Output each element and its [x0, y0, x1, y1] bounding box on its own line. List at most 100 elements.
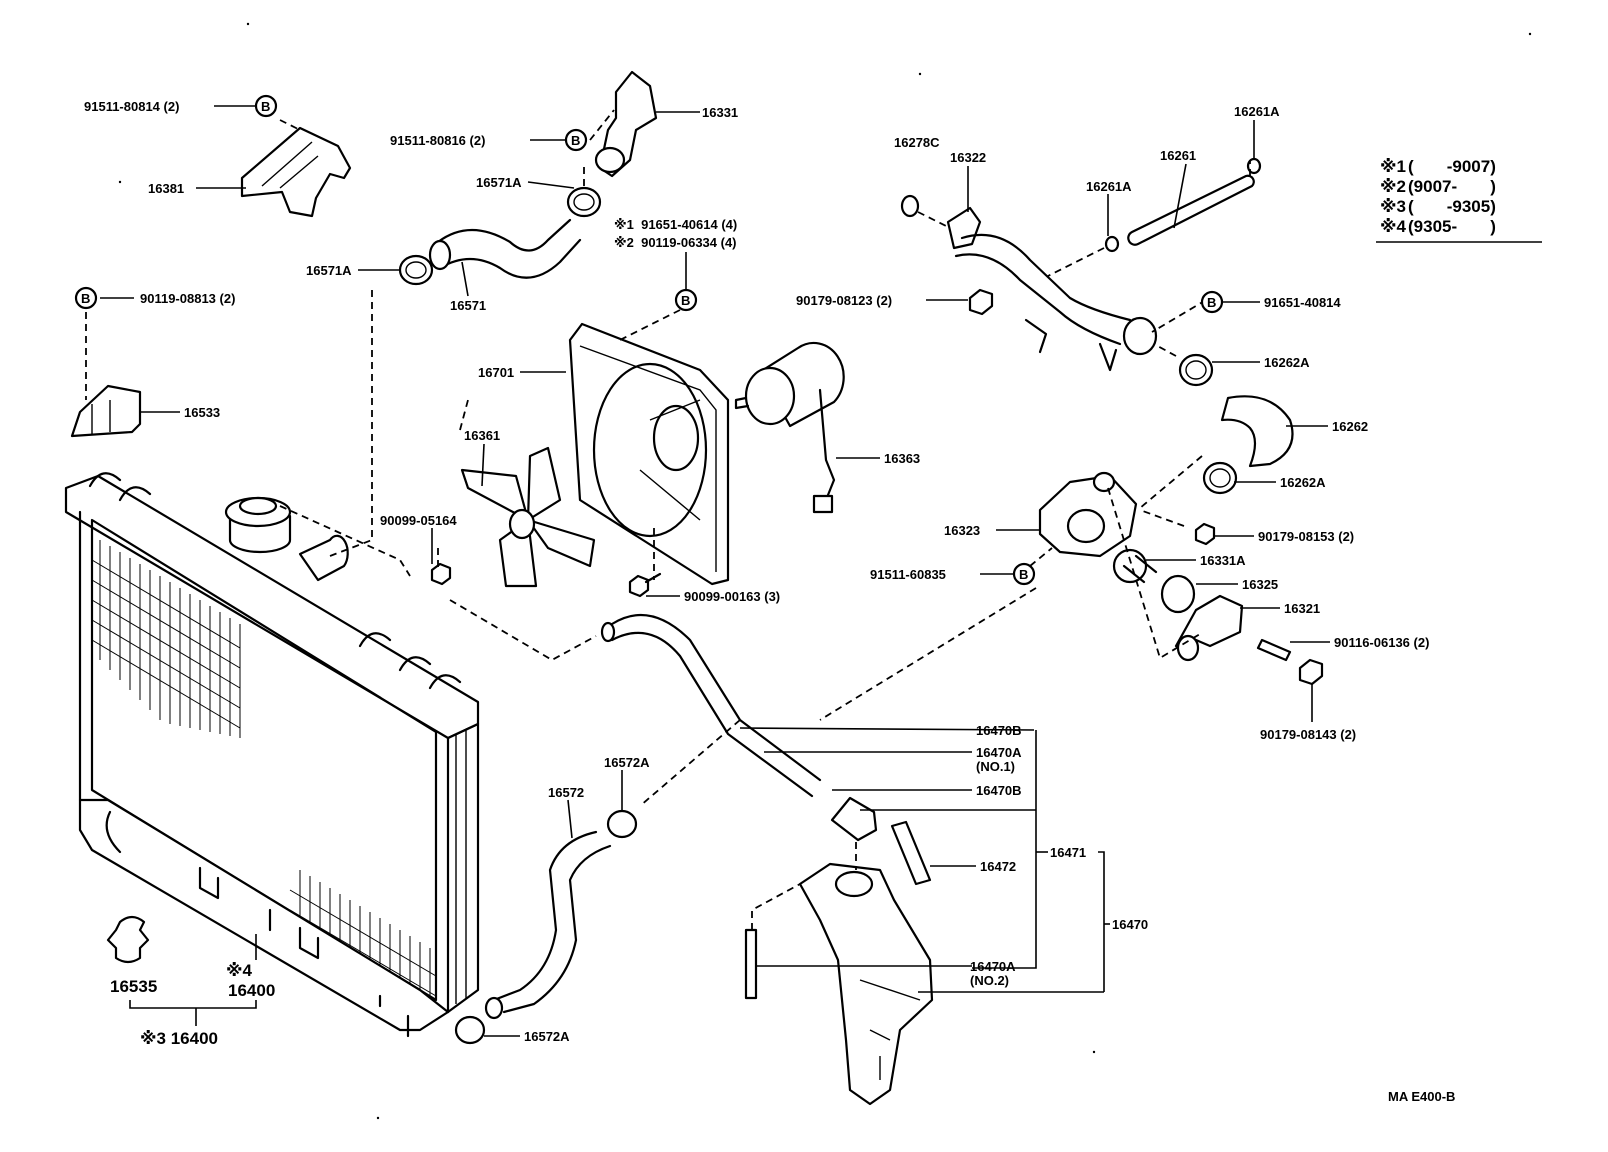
hose-16261-shape: [1127, 174, 1255, 246]
label-16701: 16701: [478, 365, 514, 380]
clip-16261A-upper-shape: [1246, 157, 1262, 175]
label-90099-05164: 90099-05164: [380, 513, 457, 528]
label-16533: 16533: [184, 405, 220, 420]
bracket-16533-shape: [70, 384, 142, 438]
bolt-marker-5: [1200, 290, 1224, 314]
water-pipe-brackets: [1024, 318, 1118, 372]
fan-shroud-16701: [568, 322, 730, 586]
leader-lines: [100, 105, 1330, 1037]
bolt-marker-1-text: B: [261, 99, 270, 114]
gasket-16325: [1160, 574, 1196, 614]
scan-dots: [118, 22, 1532, 1120]
label-16470B-upper: 16470B: [976, 723, 1022, 738]
label-16472: 16472: [980, 859, 1016, 874]
date-legend: ※1 ( -9007) ※2 (9007- ) ※3 ( -9305) ※4 (…: [1376, 157, 1542, 243]
label-90099-00163: 90099-00163 (3): [684, 589, 780, 604]
radiator-side-channel: [446, 722, 480, 1014]
legend-line-1-mark: ※1: [1380, 157, 1406, 176]
label-16572: 16572: [548, 785, 584, 800]
radiator-16400: [64, 472, 480, 1038]
fan-shroud-hub: [652, 404, 700, 472]
label-16470: 16470: [1112, 917, 1148, 932]
nut-90179-08123-shape: [968, 288, 994, 316]
label-16470A-no1-sub: (NO.1): [976, 759, 1015, 774]
reservoir-tank-body: [798, 862, 934, 1106]
label-90119-06334: ※2 90119-06334 (4): [614, 235, 737, 250]
fan-motor-shaft: [734, 396, 750, 410]
lower-hose-body: [492, 830, 612, 1014]
fan-motor-connector: [812, 494, 834, 514]
thermostat-flange: [1112, 548, 1148, 584]
reservoir-tank-details: [859, 979, 921, 1080]
bracket-16331-hole: [594, 146, 626, 174]
label-16331A: 16331A: [1200, 553, 1246, 568]
fan-shroud-stays: [639, 399, 701, 521]
hose-16472: [890, 820, 932, 886]
bolt-marker-3: [74, 286, 98, 310]
legend-line-1: ( -9007): [1408, 157, 1496, 176]
fan-motor-face: [744, 366, 796, 426]
clamp-upper-ring: [566, 186, 602, 218]
label-16262A-lower: 16262A: [1280, 475, 1326, 490]
label-16470A-no2: 16470A: [970, 959, 1016, 974]
legend-line-3-mark: ※3: [1380, 197, 1406, 216]
radiator-lower-tank: [78, 798, 450, 1032]
clip-16261A-lower: [1104, 235, 1120, 253]
clamp-16262A-lower: [1202, 461, 1238, 495]
hose-clamp-16571A-upper: [566, 186, 602, 218]
reservoir-tank-filler: [834, 870, 874, 898]
stud-90116-06136: [1256, 638, 1292, 662]
label-16571A-upper: 16571A: [476, 175, 522, 190]
label-16322: 16322: [950, 150, 986, 165]
legend-line-2: (9007- ): [1408, 177, 1496, 196]
hose-16261: [1127, 174, 1255, 246]
label-16323: 16323: [944, 523, 980, 538]
label-16321: 16321: [1284, 601, 1320, 616]
clamp-16572A-lower: [454, 1015, 486, 1045]
label-91511-80814: 91511-80814 (2): [84, 99, 179, 114]
label-16470B-lower: 16470B: [976, 783, 1022, 798]
clamp-lower-inner: [405, 261, 427, 279]
fan-16361: [460, 446, 596, 588]
assembly-dashed-lines: [85, 109, 1251, 930]
nut-90179-08153: [1194, 522, 1216, 546]
hose-16262: [1220, 395, 1294, 468]
diagram-id: MA E400-B: [1388, 1089, 1455, 1104]
fan-blade-1: [460, 468, 530, 522]
bracket-16533: [70, 384, 142, 438]
clip-16261A-upper: [1246, 157, 1262, 175]
nut-90099-05164: [430, 562, 452, 586]
radiator-lower-tank-details: [105, 810, 320, 960]
bolt-marker-6-text: B: [1019, 567, 1028, 582]
upper-hose-body: [436, 218, 582, 279]
bolt-90099-00163-shank: [644, 572, 662, 584]
label-16262: 16262: [1332, 419, 1368, 434]
label-16262A-upper: 16262A: [1264, 355, 1310, 370]
clamp-16572A-upper: [606, 809, 638, 839]
label-16363: 16363: [884, 451, 920, 466]
bracket-16381-shape: [240, 126, 352, 218]
legend-line-4-mark: ※4: [1380, 217, 1407, 236]
gasket-16325-ring: [1160, 574, 1196, 614]
hose-16472-shape: [890, 820, 932, 886]
upper-hose-end: [428, 239, 452, 271]
label-16261A-lower: 16261A: [1086, 179, 1132, 194]
bolt-marker-5-text: B: [1207, 295, 1216, 310]
radiator-tank-ribs: [88, 472, 462, 690]
water-pipe-body: [954, 233, 1132, 346]
fan-shroud-inner-edge: [579, 345, 717, 572]
radiator-side-lines: [455, 730, 467, 1004]
clamp-16572A-upper-ring: [606, 809, 638, 839]
fan-motor-16363: [734, 341, 845, 514]
label-16470A-no2-sub: (NO.2): [970, 973, 1009, 988]
clamp-16262A-upper: [1178, 353, 1214, 387]
bolt-marker-2: [564, 128, 588, 152]
gasket-16278C-shape: [900, 194, 920, 218]
bolt-marker-3-text: B: [81, 291, 90, 306]
label-90116-06136: 90116-06136 (2): [1334, 635, 1429, 650]
water-outlet-16323: [1038, 471, 1138, 558]
fan-blade-2: [526, 446, 562, 522]
water-outlet-port: [1066, 508, 1106, 544]
bracket-16381-ribs: [261, 141, 319, 189]
